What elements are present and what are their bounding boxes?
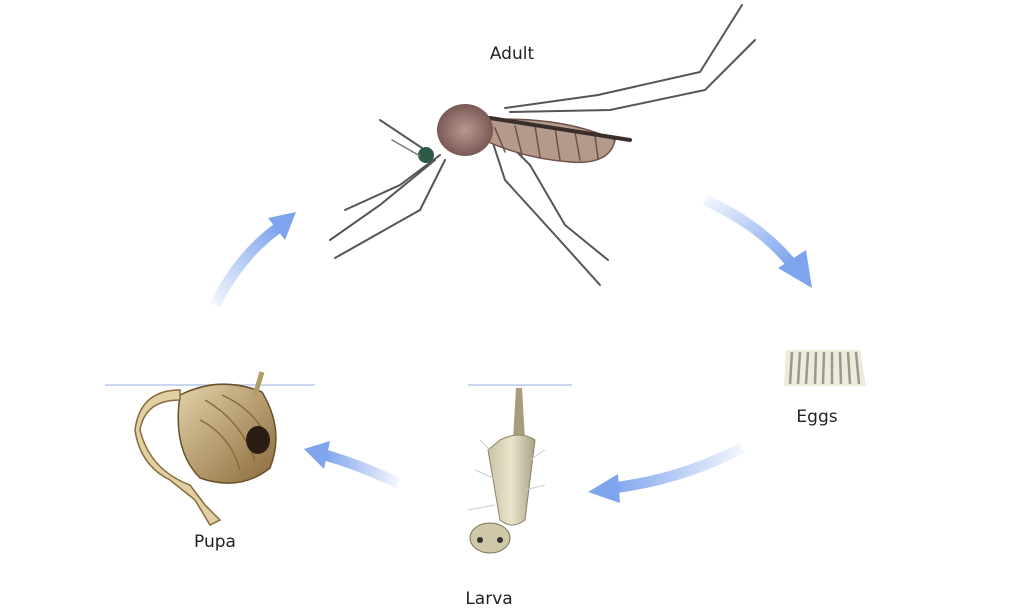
label-adult: Adult xyxy=(489,44,535,64)
label-eggs: Eggs xyxy=(796,407,838,427)
eggs-illustration xyxy=(784,350,866,386)
label-larva: Larva xyxy=(465,589,513,608)
arrow-larva-to-pupa xyxy=(304,441,401,488)
adult-mosquito-illustration xyxy=(329,4,756,286)
label-pupa: Pupa xyxy=(194,532,236,552)
arrow-eggs-to-larva xyxy=(588,443,745,503)
arrow-adult-to-eggs xyxy=(702,194,812,288)
pupa-illustration xyxy=(134,371,277,526)
larva-illustration xyxy=(467,388,546,554)
arrow-pupa-to-adult xyxy=(210,212,296,308)
